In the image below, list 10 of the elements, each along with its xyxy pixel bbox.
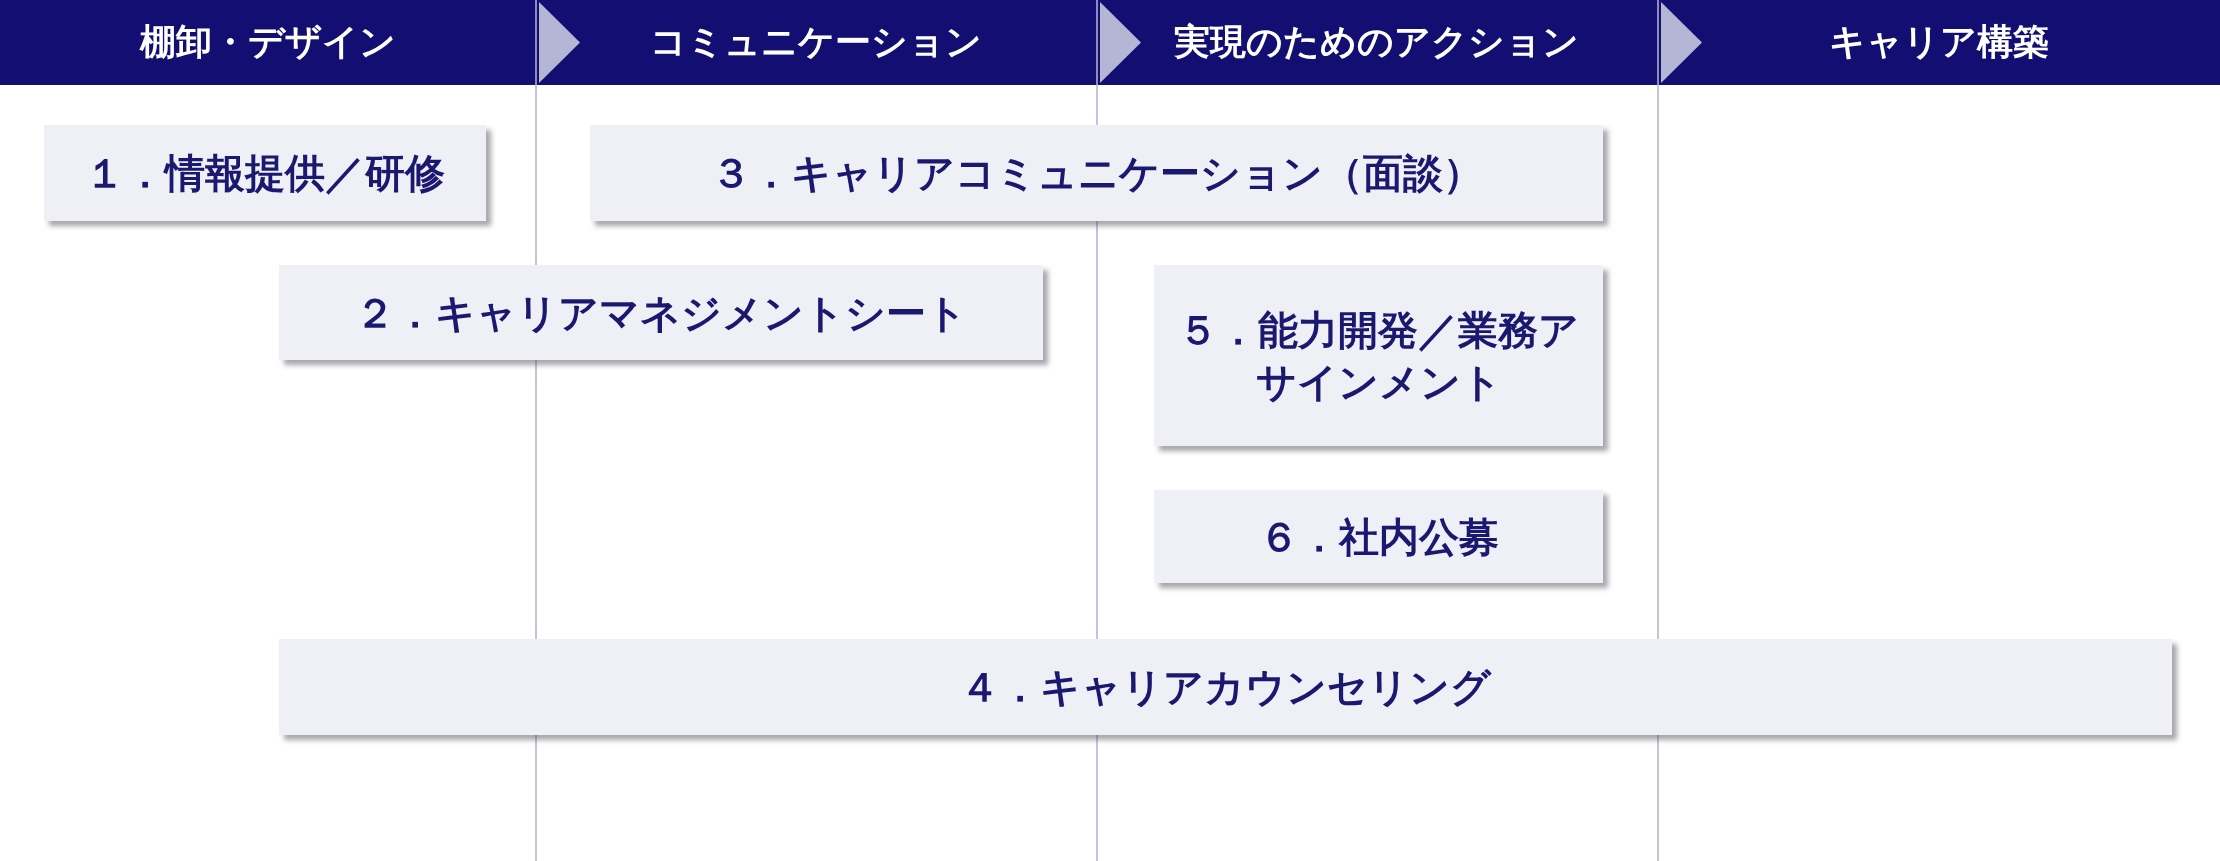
phase-header: 棚卸・デザイン bbox=[0, 0, 535, 85]
step-box: ３．キャリアコミュニケーション（面談） bbox=[590, 125, 1603, 221]
step-box: ６．社内公募 bbox=[1154, 490, 1603, 583]
step-box: ４．キャリアカウンセリング bbox=[279, 639, 2172, 735]
step-box: ２．キャリアマネジメントシート bbox=[279, 265, 1043, 360]
phase-header: キャリア構築 bbox=[1702, 0, 2220, 85]
step-box: １．情報提供／研修 bbox=[44, 125, 486, 221]
phase-header: コミュニケーション bbox=[580, 0, 1096, 85]
step-box: ５．能力開発／業務アサインメント bbox=[1154, 265, 1603, 446]
phase-header: 実現のためのアクション bbox=[1141, 0, 1657, 85]
